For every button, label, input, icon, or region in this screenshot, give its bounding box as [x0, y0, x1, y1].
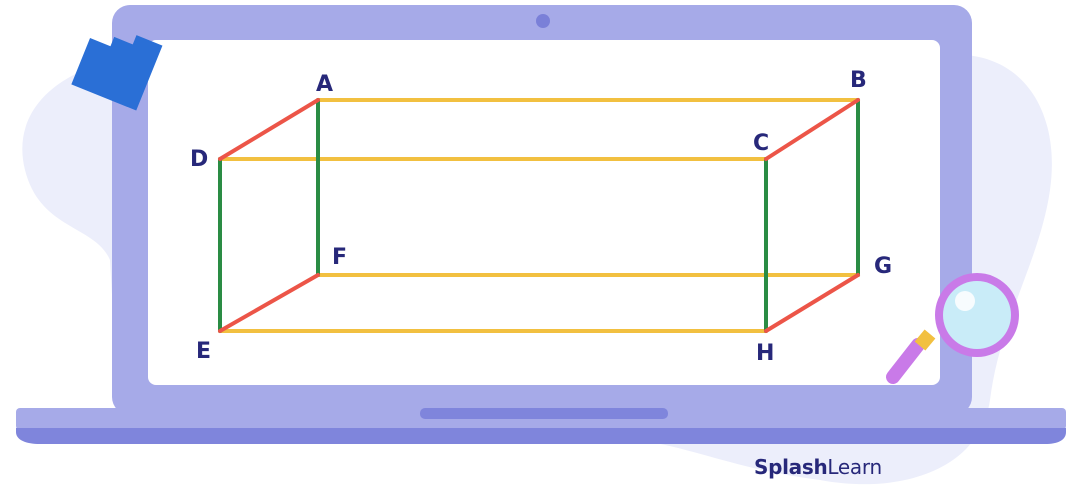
laptop-screen [148, 40, 940, 385]
edge-GH [764, 273, 860, 333]
vertex-label-e: E [196, 339, 211, 364]
vertex-label-d: D [190, 147, 208, 172]
magnifying-glass-icon [886, 273, 1019, 384]
vertex-label-h: H [756, 341, 774, 366]
vertex-label-c: C [753, 131, 769, 156]
vertex-labels: A B C D E F G H [190, 68, 892, 366]
laptop-base-bottom [16, 428, 1066, 444]
webcam [536, 14, 550, 28]
cuboid [218, 98, 860, 333]
edge-FE [218, 273, 320, 333]
vertex-label-a: A [316, 72, 333, 97]
vertex-label-g: G [874, 254, 892, 279]
brand-bold: Splash [754, 455, 828, 479]
laptop [16, 5, 1066, 444]
splashlearn-logo: SplashLearn [754, 455, 882, 479]
blue-tab-icon [71, 35, 163, 111]
edge-BC [764, 98, 860, 161]
vertex-label-b: B [850, 68, 867, 93]
trackpad-notch [420, 408, 668, 419]
edge-AD [218, 98, 320, 161]
vertex-label-f: F [332, 245, 347, 270]
brand-regular: Learn [827, 455, 882, 479]
